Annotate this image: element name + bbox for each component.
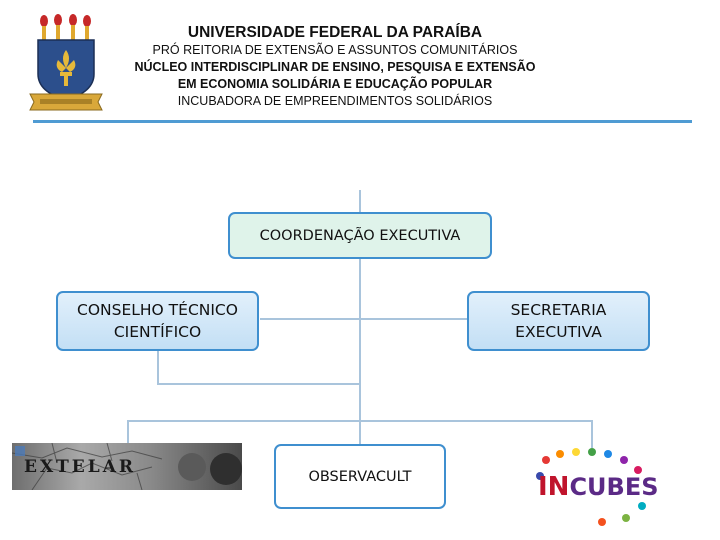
secretaria-label-line1: SECRETARIA (510, 301, 607, 319)
incubes-wordmark: INCUBES (538, 472, 659, 502)
nucleo-line: NÚCLEO INTERDISCIPLINAR DE ENSINO, PESQU… (134, 60, 536, 74)
observacult-label: OBSERVACULT (308, 468, 412, 485)
university-crest-icon (29, 14, 103, 111)
conselho-label-line1: CONSELHO TÉCNICO (77, 301, 238, 319)
conselho-tecnico-box: CONSELHO TÉCNICO CIENTÍFICO (56, 291, 259, 351)
incubes-text-suffix: CUBES (569, 473, 659, 501)
coordenacao-executiva-label: COORDENAÇÃO EXECUTIVA (259, 227, 461, 244)
extelar-logo: EXTELAR (12, 443, 242, 490)
economia-line: EM ECONOMIA SOLIDÁRIA E EDUCAÇÃO POPULAR (177, 77, 493, 91)
connector-left-drop (157, 350, 159, 383)
observacult-box: OBSERVACULT (274, 444, 446, 509)
people-ring-icon (536, 448, 646, 526)
connector-incubes-drop (591, 420, 593, 448)
cracked-earth-icon (12, 443, 242, 490)
secretaria-label-line2: EXECUTIVA (515, 323, 602, 341)
coordenacao-executiva-box: COORDENAÇÃO EXECUTIVA (228, 212, 492, 259)
connector-upper-horizontal (260, 318, 468, 320)
incubes-logo: INCUBES (530, 448, 659, 528)
connector-lower-horizontal (127, 420, 593, 422)
extelar-text: EXTELAR (24, 457, 137, 477)
incubes-text-prefix: IN (538, 472, 570, 502)
secretaria-executiva-box: SECRETARIA EXECUTIVA (467, 291, 650, 351)
pro-reitoria-line: PRÓ REITORIA DE EXTENSÃO E ASSUNTOS COMU… (152, 43, 518, 57)
connector-extelar-drop (127, 420, 129, 444)
university-title: UNIVERSIDADE FEDERAL DA PARAÍBA (187, 24, 483, 41)
connector-left-horizontal (157, 383, 360, 385)
header-divider (33, 120, 692, 123)
conselho-label-line2: CIENTÍFICO (113, 323, 202, 341)
incubadora-line: INCUBADORA DE EMPREENDIMENTOS SOLIDÁRIOS (177, 94, 493, 108)
